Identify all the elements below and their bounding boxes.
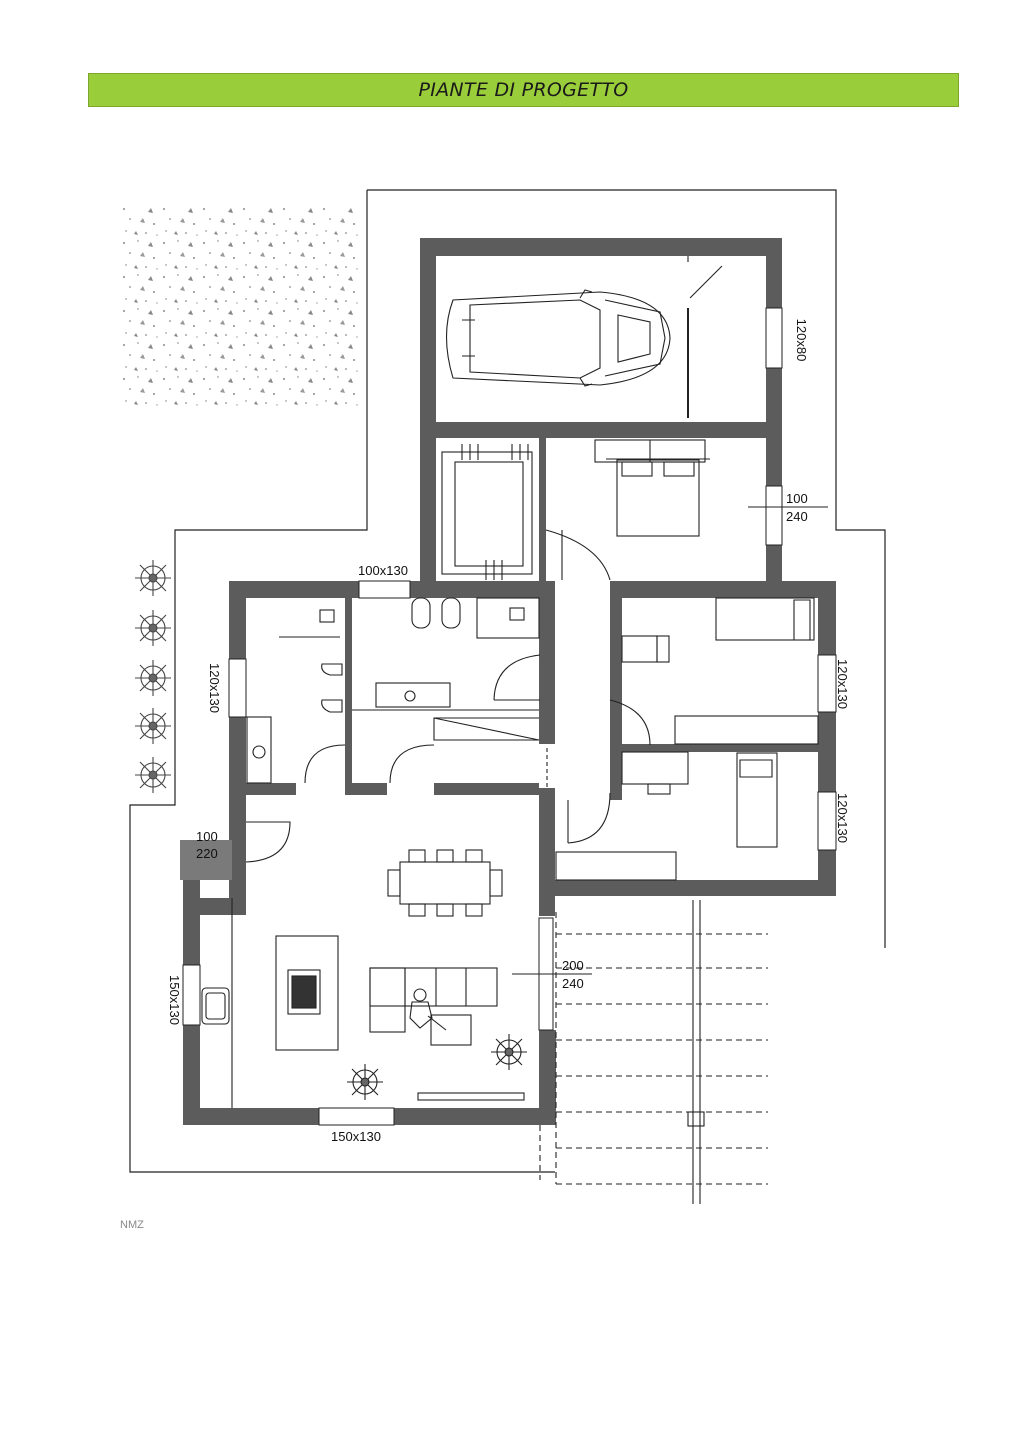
kitchen-window-label: 150x130	[167, 975, 182, 1025]
page-title: PIANTE DI PROGETTO	[418, 79, 629, 101]
laundry-window-label: 120x130	[207, 663, 222, 713]
living-window-label: 150x130	[331, 1129, 381, 1144]
garage-window-label: 120x80	[794, 319, 809, 362]
car-icon	[446, 289, 671, 387]
entry-door-height-label: 220	[196, 846, 218, 861]
opening-labels: 120x80 100 240 100x130 120x130 120x130 1…	[167, 319, 850, 1144]
entry-door-width-label: 100	[196, 829, 218, 844]
person-icon	[409, 988, 447, 1031]
hedge-plants	[135, 560, 171, 793]
walls	[183, 238, 836, 1125]
gravel-area	[120, 208, 362, 408]
interior-linework	[201, 256, 828, 1108]
bathroom-window-label: 100x130	[358, 563, 408, 578]
pergola-beam	[687, 900, 705, 1204]
site-outline	[129, 189, 886, 1173]
bedroom3-window-label: 120x130	[835, 793, 850, 843]
living-door-width-label: 200	[562, 958, 584, 973]
entry-step	[180, 840, 232, 880]
title-bar: PIANTE DI PROGETTO	[88, 73, 959, 107]
master-door-width-label: 100	[786, 491, 808, 506]
living-door-height-label: 240	[562, 976, 584, 991]
studio-logo: NMZ	[120, 1219, 144, 1231]
master-door-height-label: 240	[786, 509, 808, 524]
bedroom2-window-label: 120x130	[835, 659, 850, 709]
pergola	[539, 912, 768, 1185]
